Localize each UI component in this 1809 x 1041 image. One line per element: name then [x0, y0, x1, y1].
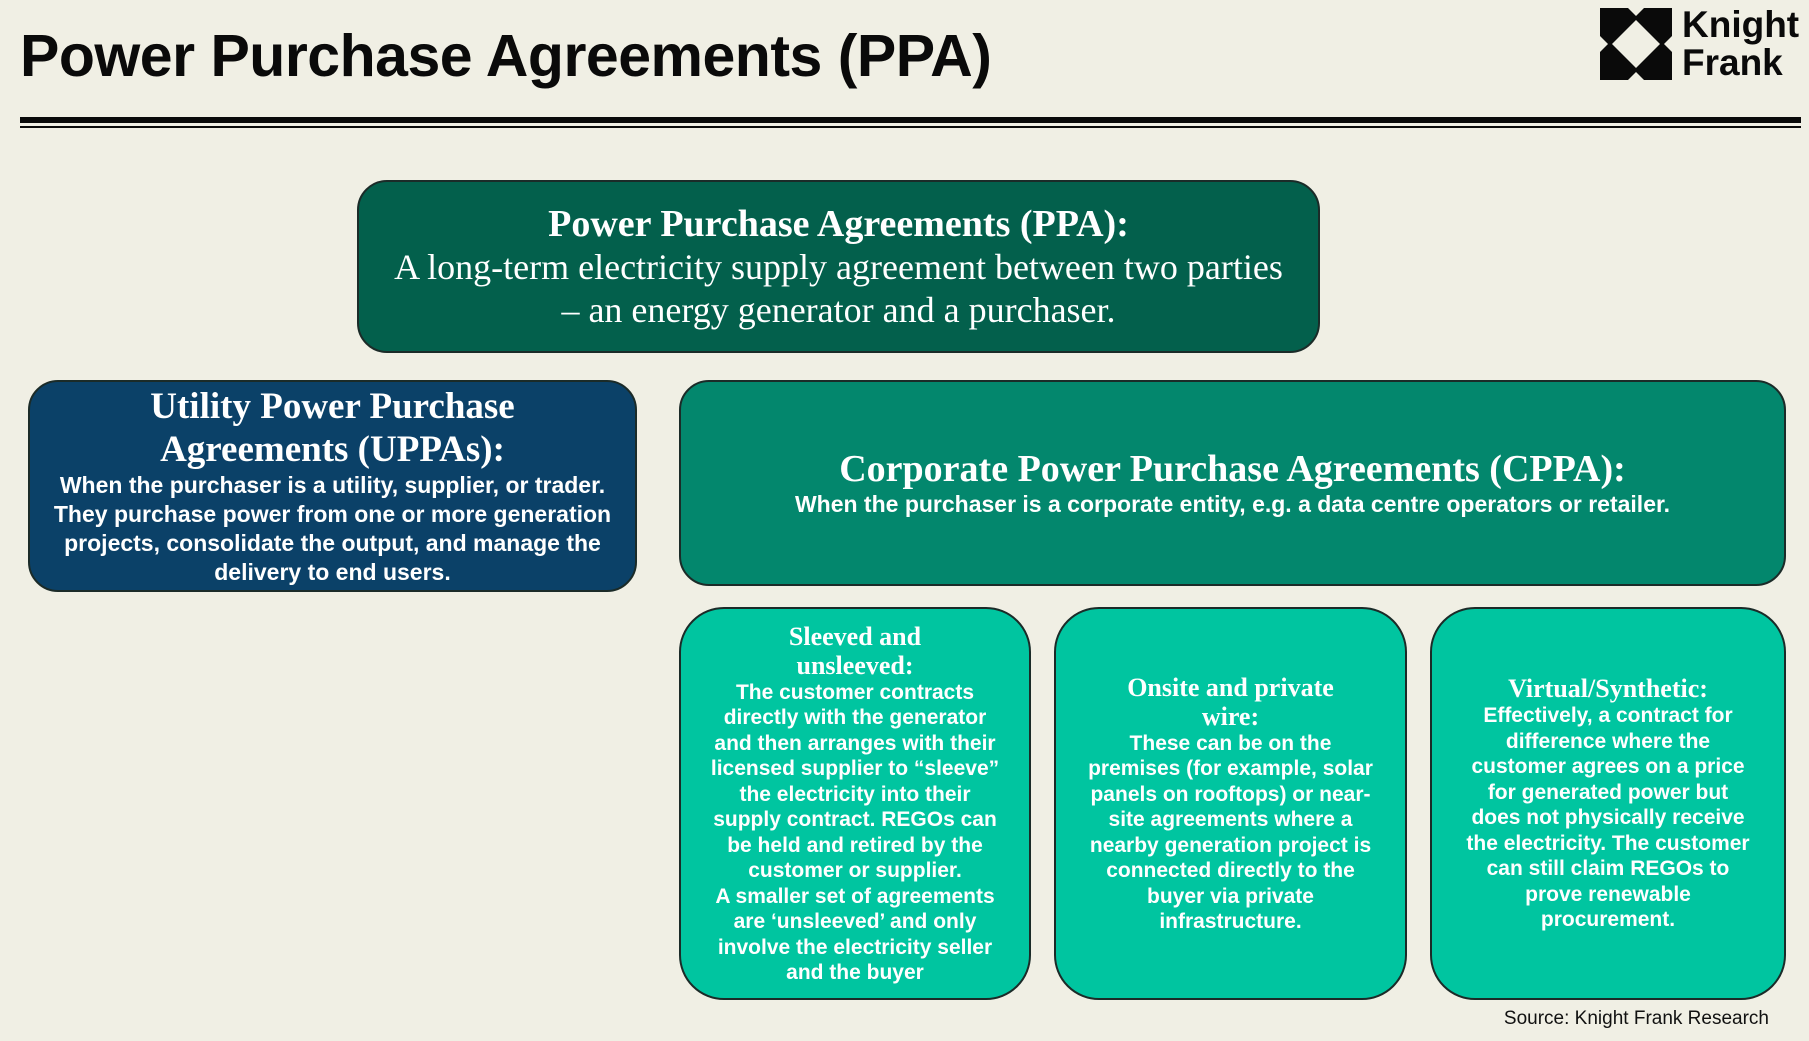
ppa-definition-box: Power Purchase Agreements (PPA): A long-… [357, 180, 1320, 353]
ppa-heading: Power Purchase Agreements (PPA): [548, 202, 1129, 245]
onsite-heading: Onsite and private wire: [1127, 672, 1334, 731]
virtual-heading: Virtual/Synthetic: [1508, 674, 1708, 704]
virtual-body: Effectively, a contract for difference w… [1466, 704, 1750, 932]
unsleeved-body: A smaller set of agreements are ‘unsleev… [715, 884, 995, 985]
logo-text-2: Frank [1682, 42, 1783, 83]
sleeved-heading: Sleeved and unsleeved: [788, 621, 922, 680]
onsite-box: Onsite and private wire: These can be on… [1054, 607, 1407, 1000]
uppa-body: When the purchaser is a utility, supplie… [53, 472, 612, 585]
cppa-box: Corporate Power Purchase Agreements (CPP… [679, 380, 1786, 586]
page-title: Power Purchase Agreements (PPA) [20, 23, 992, 89]
uppa-box: Utility Power Purchase Agreements (UPPAs… [28, 380, 637, 592]
sleeved-body: The customer contracts directly with the… [710, 680, 1000, 883]
sleeved-box: Sleeved and unsleeved: The customer cont… [679, 607, 1031, 1000]
source-note: Source: Knight Frank Research [1503, 1008, 1769, 1029]
logo-mark-icon [1600, 8, 1672, 80]
ppa-body: A long-term electricity supply agreement… [394, 246, 1283, 330]
virtual-box: Virtual/Synthetic: Effectively, a contra… [1430, 607, 1786, 1000]
logo-text-1: Knight [1682, 4, 1800, 45]
header-rule-thick [20, 117, 1801, 123]
uppa-heading: Utility Power Purchase Agreements (UPPAs… [150, 386, 515, 470]
onsite-body: These can be on the premises (for exampl… [1088, 731, 1373, 934]
cppa-heading: Corporate Power Purchase Agreements (CPP… [839, 448, 1626, 490]
header-rule-thin [20, 126, 1801, 128]
cppa-body: When the purchaser is a corporate entity… [794, 491, 1671, 517]
